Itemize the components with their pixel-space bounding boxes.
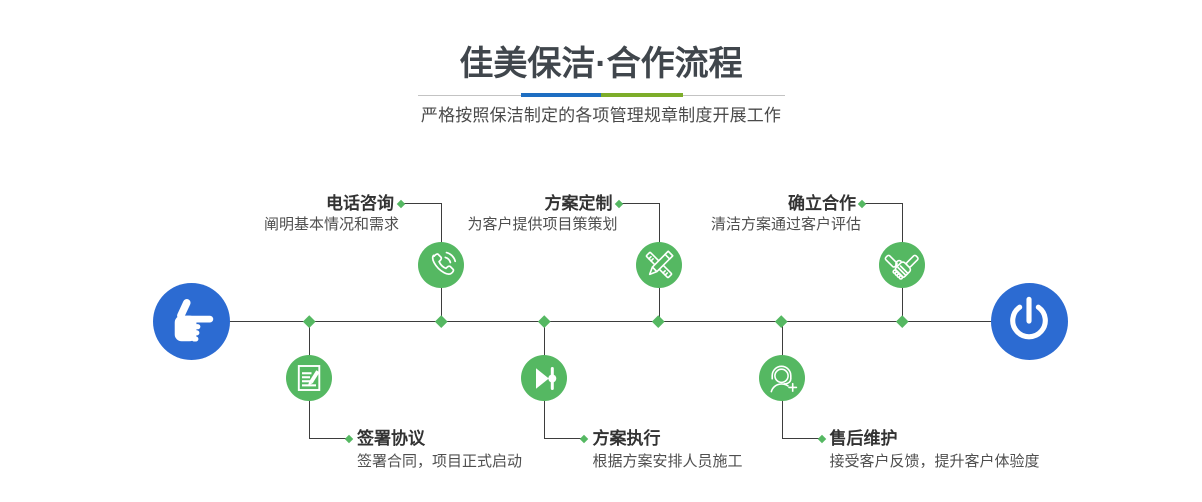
step4-title: 签署协议 <box>357 429 425 448</box>
step6-label: 售后维护 接受客户反馈，提升客户体验度 <box>830 430 1040 470</box>
sign-document-icon <box>297 364 321 391</box>
power-icon <box>1010 296 1048 340</box>
step2-icon-circle <box>635 241 682 288</box>
step4-icon-circle <box>286 354 332 401</box>
handshake-icon <box>884 254 919 280</box>
step1-label: 电话咨询 阐明基本情况和需求 <box>264 193 399 233</box>
step6-icon-circle <box>758 354 805 401</box>
step5-icon-circle <box>521 354 567 401</box>
step5-label-diamond <box>579 434 589 443</box>
step1-label-diamond <box>396 199 406 208</box>
title-divider-blue-segment <box>521 93 601 97</box>
step3-icon-circle <box>879 241 925 288</box>
step6-desc: 接受客户反馈，提升客户体验度 <box>829 452 1040 470</box>
step6-title: 售后维护 <box>829 429 898 448</box>
step3-connector-horizontal <box>862 203 903 204</box>
title-divider-green-segment <box>601 93 683 97</box>
timeline-node-diamond <box>302 315 316 328</box>
headset-agent-icon <box>770 365 797 392</box>
timeline-node-diamond <box>434 315 448 328</box>
step3-desc: 清洁方案通过客户评估 <box>710 215 861 233</box>
step2-connector-horizontal <box>618 203 659 204</box>
step1-title: 电话咨询 <box>326 193 394 213</box>
step2-label-diamond <box>614 199 623 208</box>
timeline-node-diamond <box>895 315 909 328</box>
timeline-node-diamond <box>652 315 665 328</box>
step2-title: 方案定制 <box>544 193 613 213</box>
hand-point-right-icon <box>174 299 213 342</box>
step6-connector-horizontal <box>781 438 822 439</box>
step2-desc: 为客户提供项目策策划 <box>467 215 618 233</box>
page-title: 佳美保洁·合作流程 <box>459 45 743 83</box>
step1-icon-circle <box>418 241 464 288</box>
step5-connector-horizontal <box>544 438 584 439</box>
step1-connector-horizontal <box>401 203 442 204</box>
step5-label: 方案执行 根据方案安排人员施工 <box>593 430 743 470</box>
start-node <box>152 283 230 360</box>
pencil-ruler-icon <box>645 249 674 278</box>
step3-label-diamond <box>857 199 867 208</box>
timeline-node-diamond <box>775 315 788 328</box>
end-node <box>991 283 1068 360</box>
step5-title: 方案执行 <box>592 429 661 448</box>
step3-label: 确立合作 清洁方案通过客户评估 <box>711 193 861 233</box>
step2-label: 方案定制 为客户提供项目策策划 <box>467 193 617 233</box>
step4-desc: 签署合同，项目正式启动 <box>357 452 523 470</box>
timeline-line <box>229 321 992 322</box>
page-subtitle: 严格按照保洁制定的各项管理规章制度开展工作 <box>420 106 782 125</box>
step5-desc: 根据方案安排人员施工 <box>592 452 743 470</box>
step4-label: 签署协议 签署合同，项目正式启动 <box>357 430 522 470</box>
timeline-node-diamond <box>537 315 551 328</box>
play-slider-icon <box>536 366 557 390</box>
phone-icon <box>431 251 457 275</box>
step1-desc: 阐明基本情况和需求 <box>263 215 399 233</box>
step6-label-diamond <box>817 434 826 443</box>
step3-title: 确立合作 <box>788 193 856 213</box>
step4-label-diamond <box>344 434 354 443</box>
step4-connector-horizontal <box>309 438 349 439</box>
